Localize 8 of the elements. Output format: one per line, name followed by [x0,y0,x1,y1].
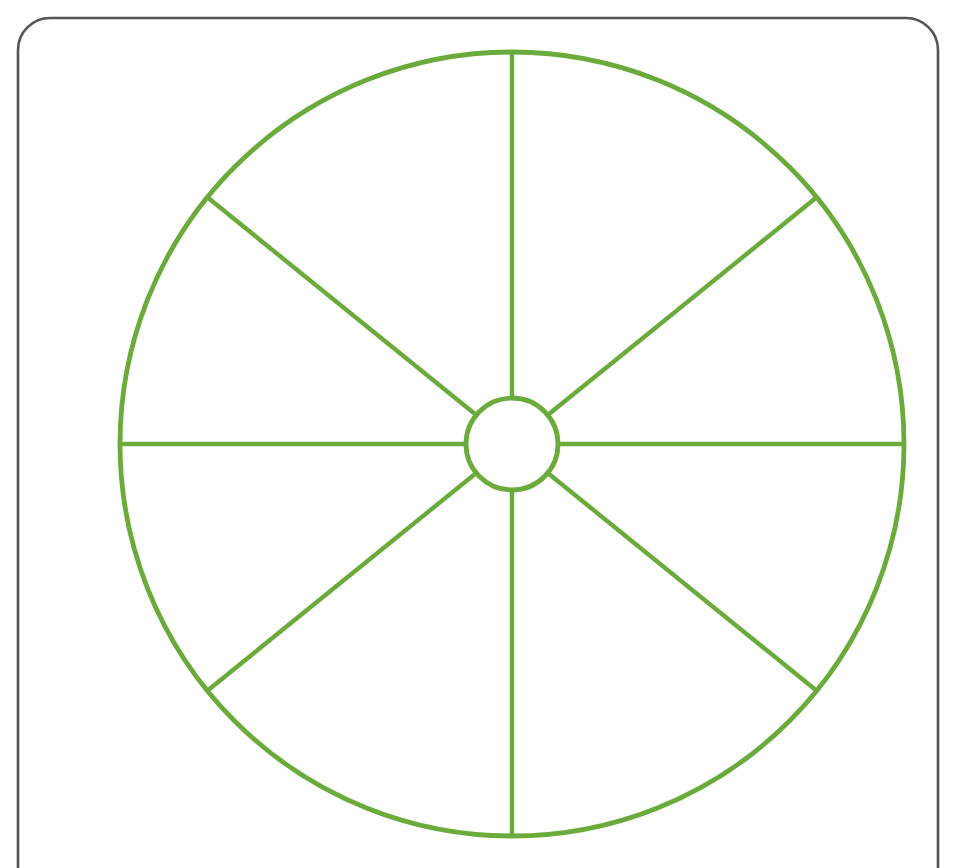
spoke-line [547,194,820,416]
spoke-line [509,492,515,838]
spoke-line [509,50,515,396]
spoke-line [547,472,820,694]
spoke-line [118,441,464,447]
spoke-line [204,472,477,694]
spoke-line [560,441,906,447]
spoke-line [204,194,477,416]
